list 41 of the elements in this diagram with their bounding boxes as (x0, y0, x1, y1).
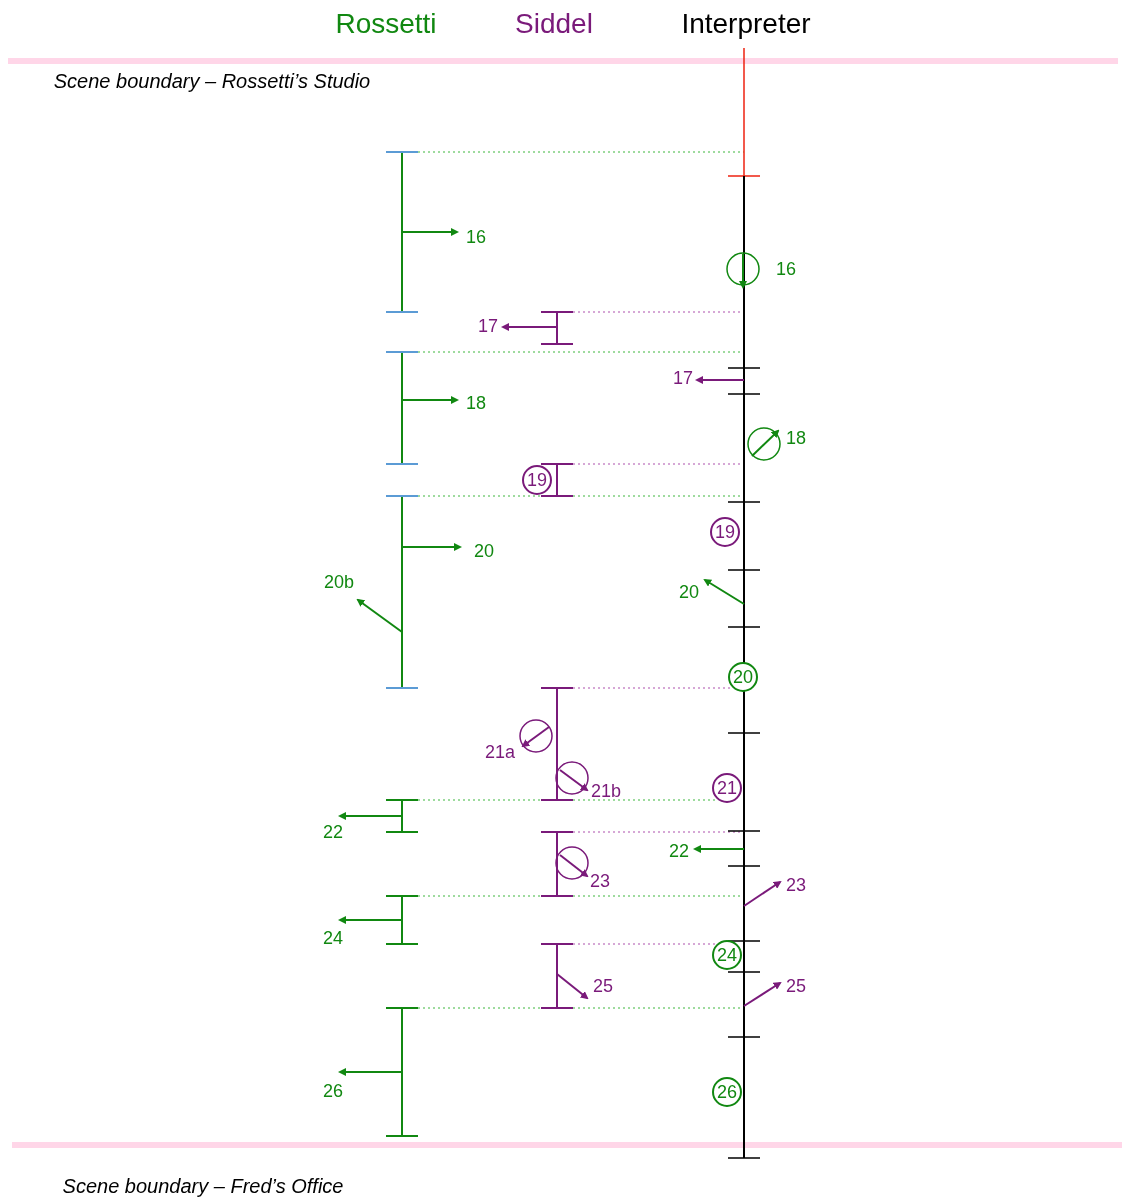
step-number: 23 (590, 872, 610, 890)
step-number: 20 (474, 542, 494, 560)
lane-heading: Rossetti (335, 10, 437, 38)
activity-bar (540, 311, 574, 345)
step-number: 16 (776, 260, 796, 278)
activity-bar (385, 495, 419, 689)
activity-bar (385, 895, 419, 945)
step-number: 24 (323, 929, 343, 947)
step-number: 16 (466, 228, 486, 246)
step-number: 20b (324, 573, 354, 591)
activity-bar (540, 943, 574, 1009)
circled-number: 19 (710, 517, 740, 547)
step-number: 23 (786, 876, 806, 894)
activity-bar (540, 687, 574, 801)
activity-bar (385, 351, 419, 465)
activity-bar (540, 831, 574, 897)
step-number: 21b (591, 782, 621, 800)
step-number: 17 (673, 369, 693, 387)
scene-boundary-note: Scene boundary – Rossetti’s Studio (53, 71, 371, 91)
step-number: 18 (786, 429, 806, 447)
step-number: 20 (679, 583, 699, 601)
circled-number: 26 (712, 1077, 742, 1107)
step-number: 22 (323, 823, 343, 841)
dotted-guide-line (572, 943, 718, 945)
activity-bar (385, 151, 419, 313)
circled-number: 24 (712, 940, 742, 970)
lane-heading: Siddel (515, 10, 593, 38)
step-number: 22 (669, 842, 689, 860)
step-number: 25 (786, 977, 806, 995)
scene-boundary-note: Scene boundary – Fred’s Office (62, 1176, 344, 1196)
lane-heading: Interpreter (681, 10, 811, 38)
circled-number: 19 (522, 465, 552, 495)
step-number: 25 (593, 977, 613, 995)
circled-number: 20 (728, 662, 758, 692)
circled-number: 21 (712, 773, 742, 803)
step-number: 26 (323, 1082, 343, 1100)
step-number: 17 (478, 317, 498, 335)
step-number: 18 (466, 394, 486, 412)
activity-bar (385, 1007, 419, 1137)
activity-bar (385, 799, 419, 833)
step-number: 21a (485, 743, 515, 761)
